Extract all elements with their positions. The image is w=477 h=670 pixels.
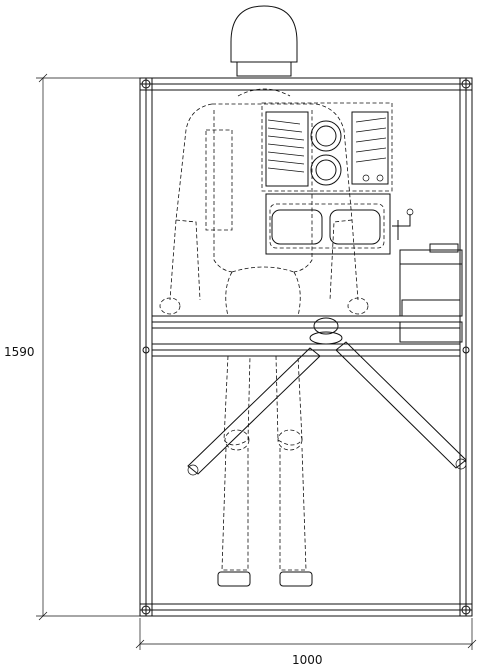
- shelf-box: [399, 243, 463, 343]
- equipment-panel: [261, 102, 414, 255]
- height-dimension: 1590: [4, 73, 140, 621]
- frame: [139, 77, 473, 617]
- width-dimension: 1000: [135, 618, 477, 667]
- diagonal-bars: [187, 341, 467, 476]
- height-dimension-label: 1590: [4, 345, 35, 359]
- helmet-head: [230, 5, 298, 77]
- human-figure: [159, 88, 369, 587]
- width-dimension-label: 1000: [292, 653, 323, 667]
